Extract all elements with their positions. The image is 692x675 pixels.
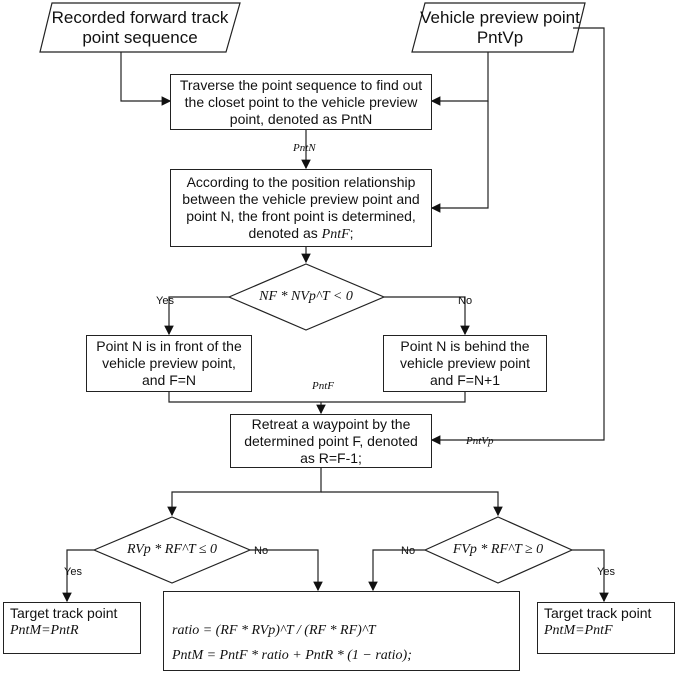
edge-label-no1: No	[458, 295, 473, 307]
edge-label-pntvp: PntVp	[466, 435, 494, 447]
n-behind-box: Point N is behind the vehicle preview po…	[383, 335, 547, 392]
recorded-sequence-node: Recorded forward track point sequence	[50, 5, 230, 51]
target-right-formula: PntM=PntF	[544, 623, 613, 638]
front-point-box: According to the position relationship b…	[170, 169, 432, 247]
recorded-sequence-label: Recorded forward track point sequence	[51, 8, 229, 47]
recorded-sequence-shape	[39, 2, 241, 53]
decision2-text: RVp * RF^T ≤ 0	[112, 538, 232, 562]
ratio-formula: ratio = (RF * RVp)^T / (RF * RF)^T	[172, 623, 376, 638]
target-left-title: Target track point	[10, 605, 118, 621]
front-point-label: According to the position relationship b…	[175, 174, 427, 243]
target-right-box: Target track point PntM=PntF	[537, 602, 675, 654]
traverse-label: Traverse the point sequence to find out …	[179, 76, 423, 127]
n-in-front-label: Point N is in front of the vehicle previ…	[96, 338, 242, 388]
edge-label-yes1: Yes	[156, 295, 174, 307]
edge-label-pntf: PntF	[312, 380, 334, 392]
vehicle-preview-label: Vehicle preview point PntVp	[420, 8, 580, 47]
decision2-label: RVp * RF^T ≤ 0	[126, 542, 218, 557]
edge-label-yes2: Yes	[64, 566, 82, 578]
vehicle-preview-node: Vehicle preview point PntVp	[420, 5, 580, 51]
edge-label-pntn: PntN	[293, 142, 316, 154]
decision1-label: NF * NVp^T < 0	[259, 289, 353, 304]
pntm-formula: PntM = PntF * ratio + PntR * (1 − ratio)…	[172, 648, 412, 663]
target-left-formula: PntM=PntR	[10, 623, 79, 638]
edge-label-yes3: Yes	[597, 566, 615, 578]
target-right-title: Target track point	[544, 605, 652, 621]
front-point-suffix: ;	[349, 224, 354, 241]
front-point-text: According to the position relationship b…	[182, 173, 420, 241]
decision1-text: NF * NVp^T < 0	[240, 285, 372, 309]
edge-label-no3: No	[401, 545, 416, 557]
vehicle-preview-shape	[411, 2, 586, 53]
edge-label-no2: No	[254, 545, 269, 557]
decision3-text: FVp * RF^T ≥ 0	[440, 538, 556, 562]
retreat-label: Retreat a waypoint by the determined poi…	[244, 415, 418, 466]
n-in-front-box: Point N is in front of the vehicle previ…	[86, 335, 252, 392]
decision3-label: FVp * RF^T ≥ 0	[452, 542, 544, 557]
retreat-box: Retreat a waypoint by the determined poi…	[230, 414, 432, 468]
target-left-box: Target track point PntM=PntR	[3, 602, 141, 654]
traverse-box: Traverse the point sequence to find out …	[170, 74, 432, 130]
front-point-variable: PntF	[321, 226, 350, 242]
ratio-box: ratio = (RF * RVp)^T / (RF * RF)^T PntM …	[163, 591, 520, 671]
n-behind-label: Point N is behind the vehicle preview po…	[400, 338, 530, 388]
